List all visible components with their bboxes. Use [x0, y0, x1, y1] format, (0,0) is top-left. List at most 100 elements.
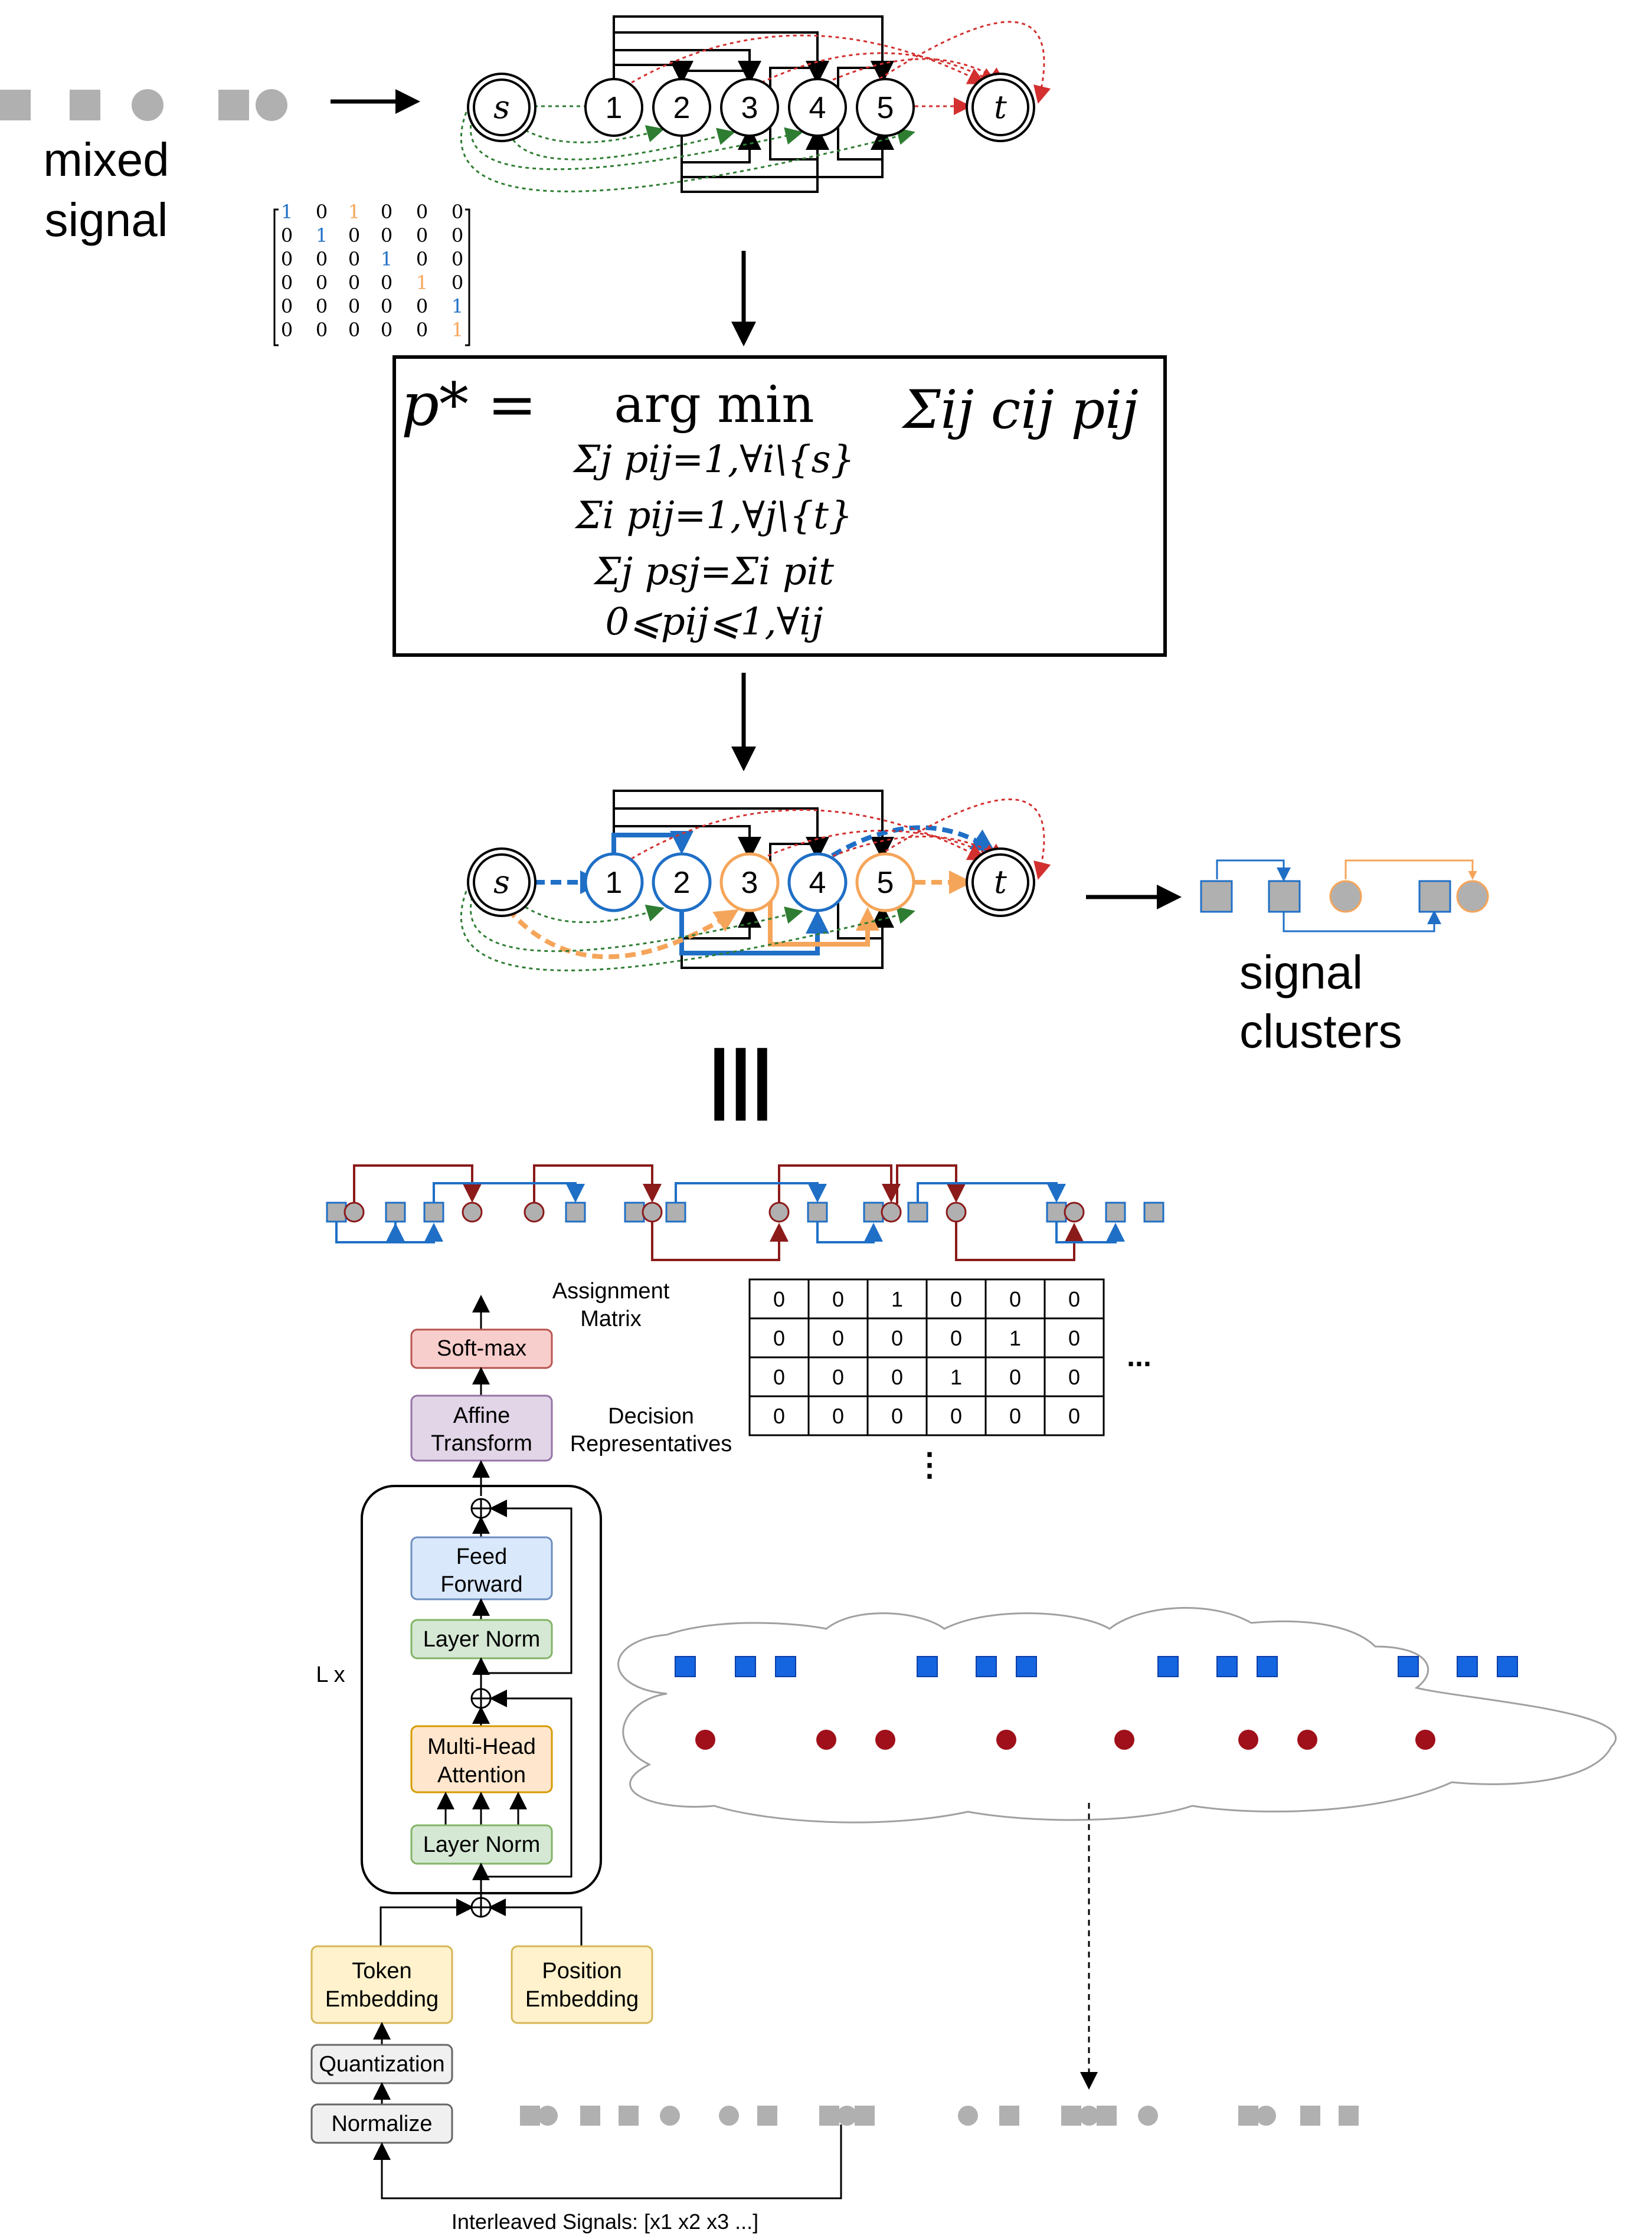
sequence-circle [642, 1202, 663, 1223]
svg-text:Token: Token [352, 1959, 411, 1983]
svg-text:2: 2 [673, 91, 691, 125]
assignment-cell: 0 [950, 1404, 962, 1428]
matrix-cell: 1 [452, 295, 463, 317]
matrix-cell: 1 [281, 201, 293, 223]
matrix-cell: 1 [316, 224, 328, 247]
assignment-cell-box [984, 1317, 1046, 1359]
matrix-cell: 0 [316, 295, 328, 317]
add-node-mid [470, 1688, 492, 1709]
mixed-signal-shapes [0, 89, 287, 121]
svg-text:s: s [493, 863, 510, 901]
svg-text:Transform: Transform [431, 1431, 532, 1456]
matrix-cell: 0 [348, 224, 360, 247]
cloud-square [917, 1656, 938, 1677]
assignment-cell-box [925, 1395, 987, 1436]
input-square [855, 2106, 875, 2126]
transformer-stack: Soft-max Affine Transform Decision Repre… [310, 1295, 842, 2234]
mixed-signal-label-1: mixed [43, 133, 169, 186]
input-square [1300, 2106, 1320, 2126]
input-circle [1079, 2106, 1099, 2126]
matrix-cell: 0 [381, 224, 392, 247]
svg-text:4: 4 [809, 866, 826, 900]
sequence-square [907, 1202, 928, 1223]
svg-text:Attention: Attention [437, 1763, 526, 1788]
sequence-square [385, 1202, 406, 1223]
cloud-circle [1415, 1730, 1435, 1750]
solution-graph-nodes: s 1 2 3 4 5 t [467, 847, 1035, 917]
feed-forward-box: Feed Forward [410, 1536, 553, 1600]
cloud-square [1157, 1656, 1179, 1677]
svg-text:3: 3 [741, 866, 758, 900]
svg-text:Quantization: Quantization [319, 2052, 444, 2077]
solution-node-1: 1 [584, 852, 644, 912]
matrix-cell: 0 [416, 295, 428, 317]
sequence-square [1105, 1202, 1126, 1223]
sequence-circle [881, 1202, 902, 1223]
assignment-cell-box [807, 1356, 869, 1397]
assignment-cell-box [807, 1395, 869, 1436]
svg-text:Layer Norm: Layer Norm [423, 1832, 541, 1857]
cloud-circle [1238, 1730, 1258, 1750]
multi-head-attention-box: Multi-Head Attention [410, 1725, 553, 1793]
equivalence-symbol: ||| [708, 1034, 773, 1121]
signal-clusters-label-2: clusters [1239, 1005, 1402, 1058]
matrix-cell: 0 [381, 271, 392, 294]
assignment-cell-box [748, 1356, 810, 1397]
sequence-circle [946, 1202, 967, 1223]
input-square [520, 2106, 540, 2126]
input-square [580, 2106, 600, 2126]
svg-text:t: t [994, 89, 1007, 126]
svg-text:Feed: Feed [456, 1544, 508, 1569]
input-circle [1138, 2106, 1158, 2126]
matrix-cell: 0 [348, 319, 360, 341]
top-node-3: 3 [720, 78, 779, 137]
cloud-circle [875, 1730, 895, 1750]
matrix-cell: 0 [348, 271, 360, 294]
matrix-cell: 0 [381, 201, 392, 223]
matrix-cell: 1 [381, 248, 392, 270]
svg-text:1: 1 [606, 866, 623, 900]
assignment-cell: 0 [1068, 1326, 1080, 1350]
assignment-cell: 0 [773, 1326, 785, 1350]
svg-text:Layer Norm: Layer Norm [423, 1627, 541, 1652]
input-circle [538, 2106, 558, 2126]
input-circle [660, 2106, 680, 2126]
matrix-cell: 1 [348, 201, 360, 223]
svg-text:Embedding: Embedding [325, 1987, 439, 2012]
constraint-2: Σi pij=1,∀j\{t} [574, 494, 852, 538]
svg-text:5: 5 [877, 866, 894, 900]
matrix-cell: 0 [316, 319, 328, 341]
add-node-bottom [470, 1897, 492, 1918]
svg-text:Soft-max: Soft-max [437, 1336, 526, 1361]
cloud-square [976, 1656, 997, 1677]
assignment-cell: 0 [1068, 1287, 1080, 1311]
sequence-circle [344, 1202, 365, 1223]
assignment-cell: 0 [773, 1287, 785, 1311]
solution-sink-node: t [966, 847, 1035, 917]
sequence-circle [462, 1202, 483, 1223]
matrix-cell: 0 [281, 224, 293, 247]
latent-cloud [617, 1607, 1617, 1824]
signal-clusters-icon [1200, 859, 1489, 932]
equation-operator: arg min [614, 375, 814, 434]
svg-text:Affine: Affine [453, 1403, 510, 1428]
cloud-square [1398, 1656, 1419, 1677]
matrix-cell: 0 [281, 319, 293, 341]
svg-text:2: 2 [673, 866, 691, 900]
sequence-square [863, 1202, 884, 1223]
input-square [1097, 2106, 1117, 2126]
matrix-ellipsis-v: ⋮ [914, 1447, 946, 1482]
sequence-circle [1064, 1202, 1085, 1223]
top-node-5: 5 [856, 78, 915, 137]
matrix-cell: 0 [281, 248, 293, 270]
svg-text:Forward: Forward [440, 1572, 522, 1597]
matrix-cell: 1 [416, 271, 428, 294]
matrix-cell: 1 [452, 319, 463, 341]
sequence-square [565, 1202, 586, 1223]
cloud-square [1457, 1656, 1478, 1677]
matrix-cell: 0 [416, 201, 428, 223]
matrix-cell: 0 [348, 295, 360, 317]
assignment-cell: 0 [832, 1326, 844, 1350]
equation-box: p* = arg min Σij cij pij Σj pij=1,∀i\{s}… [392, 355, 1167, 657]
sequence-square [326, 1202, 347, 1223]
